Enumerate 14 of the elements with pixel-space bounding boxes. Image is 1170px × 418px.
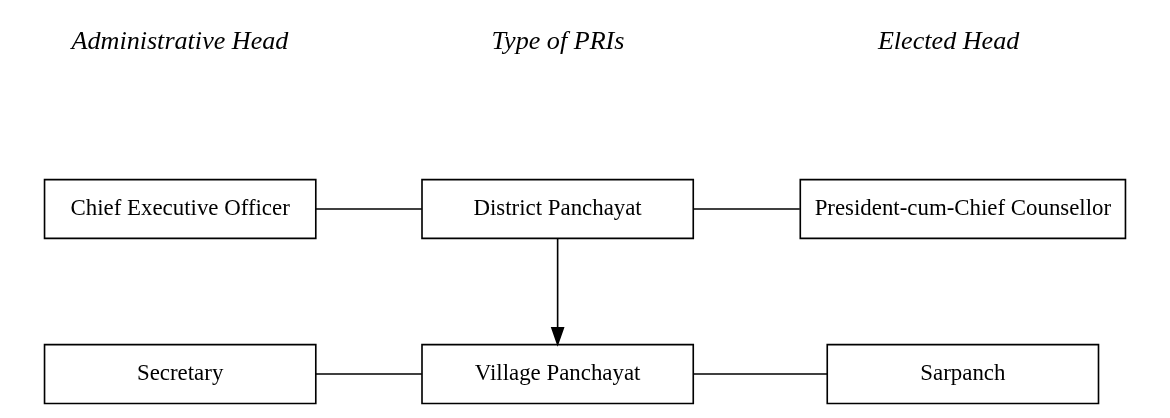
node-box: District Panchayat [421, 178, 695, 240]
label: Elected Head [877, 25, 1020, 55]
node-box: Village Panchayat [421, 343, 695, 405]
arrow [550, 237, 565, 347]
label: Type of PRIs [491, 25, 625, 55]
connector [315, 208, 423, 210]
connector [692, 373, 828, 375]
label: Administrative Head [71, 25, 289, 55]
node-box: Secretary [43, 343, 317, 405]
node-box: Sarpanch [826, 343, 1100, 405]
connector [315, 373, 423, 375]
node-box: Chief Executive Officer [43, 178, 317, 240]
node-box: President-cum-Chief Counsellor [799, 178, 1127, 240]
connector [692, 208, 801, 210]
